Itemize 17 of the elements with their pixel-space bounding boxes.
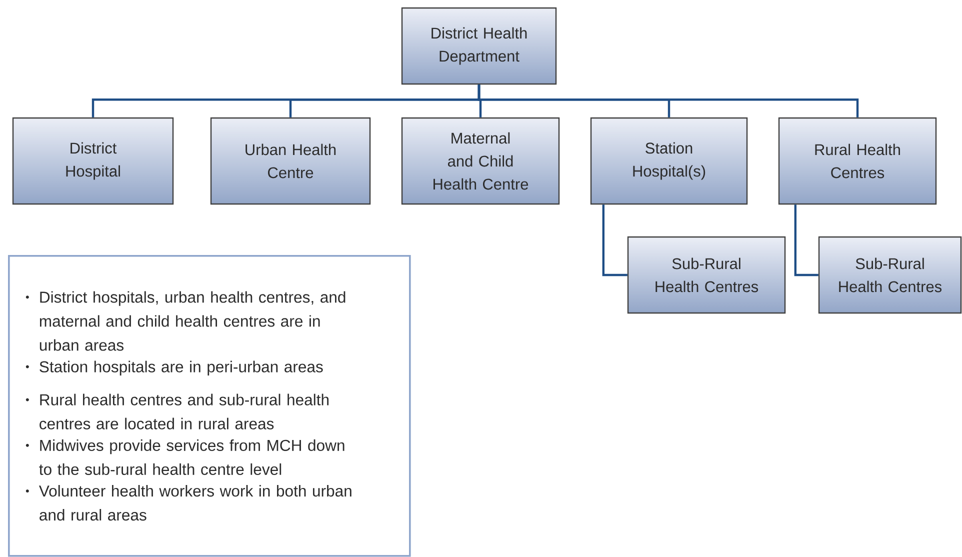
- connector-line: [794, 204, 818, 276]
- note-text: Midwives provide services from MCH down to the sub-rural health centre level: [39, 439, 344, 475]
- connector-line: [602, 204, 628, 276]
- org-box: Sub-Rural Health Centres: [818, 236, 962, 314]
- org-box: District Hospital: [12, 117, 174, 205]
- org-box: District Health Department: [401, 7, 557, 85]
- org-box: Maternal and Child Health Centre: [401, 117, 560, 205]
- org-box: Rural Health Centres: [778, 117, 937, 205]
- note-text: District hospitals, urban health centres, and maternal and child health centres are in urban areas: [40, 291, 346, 351]
- note-text: Station hospitals are in peri-urban areas: [40, 360, 323, 376]
- org-box: Station Hospital(s): [590, 117, 748, 205]
- note-text: Rural health centres and sub-rural health centres are located in rural areas: [40, 394, 329, 430]
- notes-box: [8, 255, 411, 557]
- connector-line: [478, 84, 859, 118]
- org-box: Sub-Rural Health Centres: [627, 236, 786, 314]
- org-box: Urban Health Centre: [210, 117, 371, 205]
- note-text: Volunteer health workers work in both urban and rural areas: [38, 485, 352, 521]
